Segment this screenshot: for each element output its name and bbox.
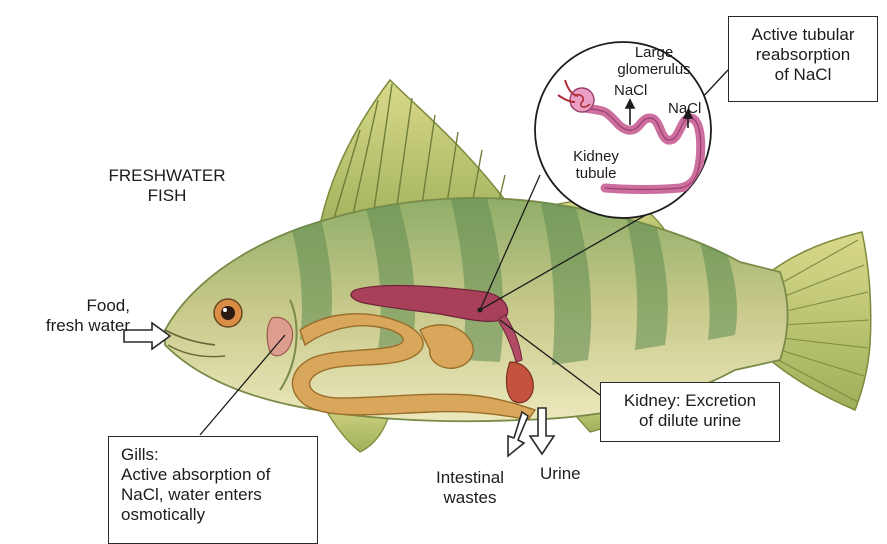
intestinal-line-2: wastes (420, 488, 520, 508)
gills-callout: Gills: Active absorption of NaCl, water … (108, 436, 318, 544)
title-line-1: FRESHWATER (82, 166, 252, 186)
eye (214, 299, 242, 327)
kidney-pointer-dot (478, 308, 483, 313)
tubular-line-2: reabsorption (735, 45, 871, 65)
tubule-line-2: tubule (556, 165, 636, 182)
nacl-label-2: NaCl (668, 100, 701, 117)
intestinal-line-1: Intestinal (420, 468, 520, 488)
food-label-line-1: Food, (10, 296, 130, 316)
tubular-line-3: of NaCl (735, 65, 871, 85)
kidney-callout: Kidney: Excretion of dilute urine (600, 382, 780, 442)
glomerulus-label: Large glomerulus (598, 44, 710, 78)
gills-line-1: Gills: (121, 445, 305, 465)
gills-line-4: osmotically (121, 505, 305, 525)
urine-label: Urine (540, 464, 581, 484)
tubular-callout: Active tubular reabsorption of NaCl (728, 16, 878, 102)
tubular-line-1: Active tubular (735, 25, 871, 45)
glomerulus-line-1: Large (598, 44, 710, 61)
gills-line-2: Active absorption of (121, 465, 305, 485)
intestinal-wastes-label: Intestinal wastes (420, 468, 520, 508)
kidney-line-2: of dilute urine (607, 411, 773, 431)
gills-line-3: NaCl, water enters (121, 485, 305, 505)
kidney-line-1: Kidney: Excretion (607, 391, 773, 411)
title-line-2: FISH (82, 186, 252, 206)
food-water-label: Food, fresh water (10, 296, 130, 336)
diagram-title: FRESHWATER FISH (82, 166, 252, 206)
food-label-line-2: fresh water (10, 316, 130, 336)
glomerulus-line-2: glomerulus (598, 61, 710, 78)
nacl-label-1: NaCl (614, 82, 647, 99)
water-intake-arrow (124, 323, 170, 349)
tubule-line-1: Kidney (556, 148, 636, 165)
tubule-label: Kidney tubule (556, 148, 636, 182)
